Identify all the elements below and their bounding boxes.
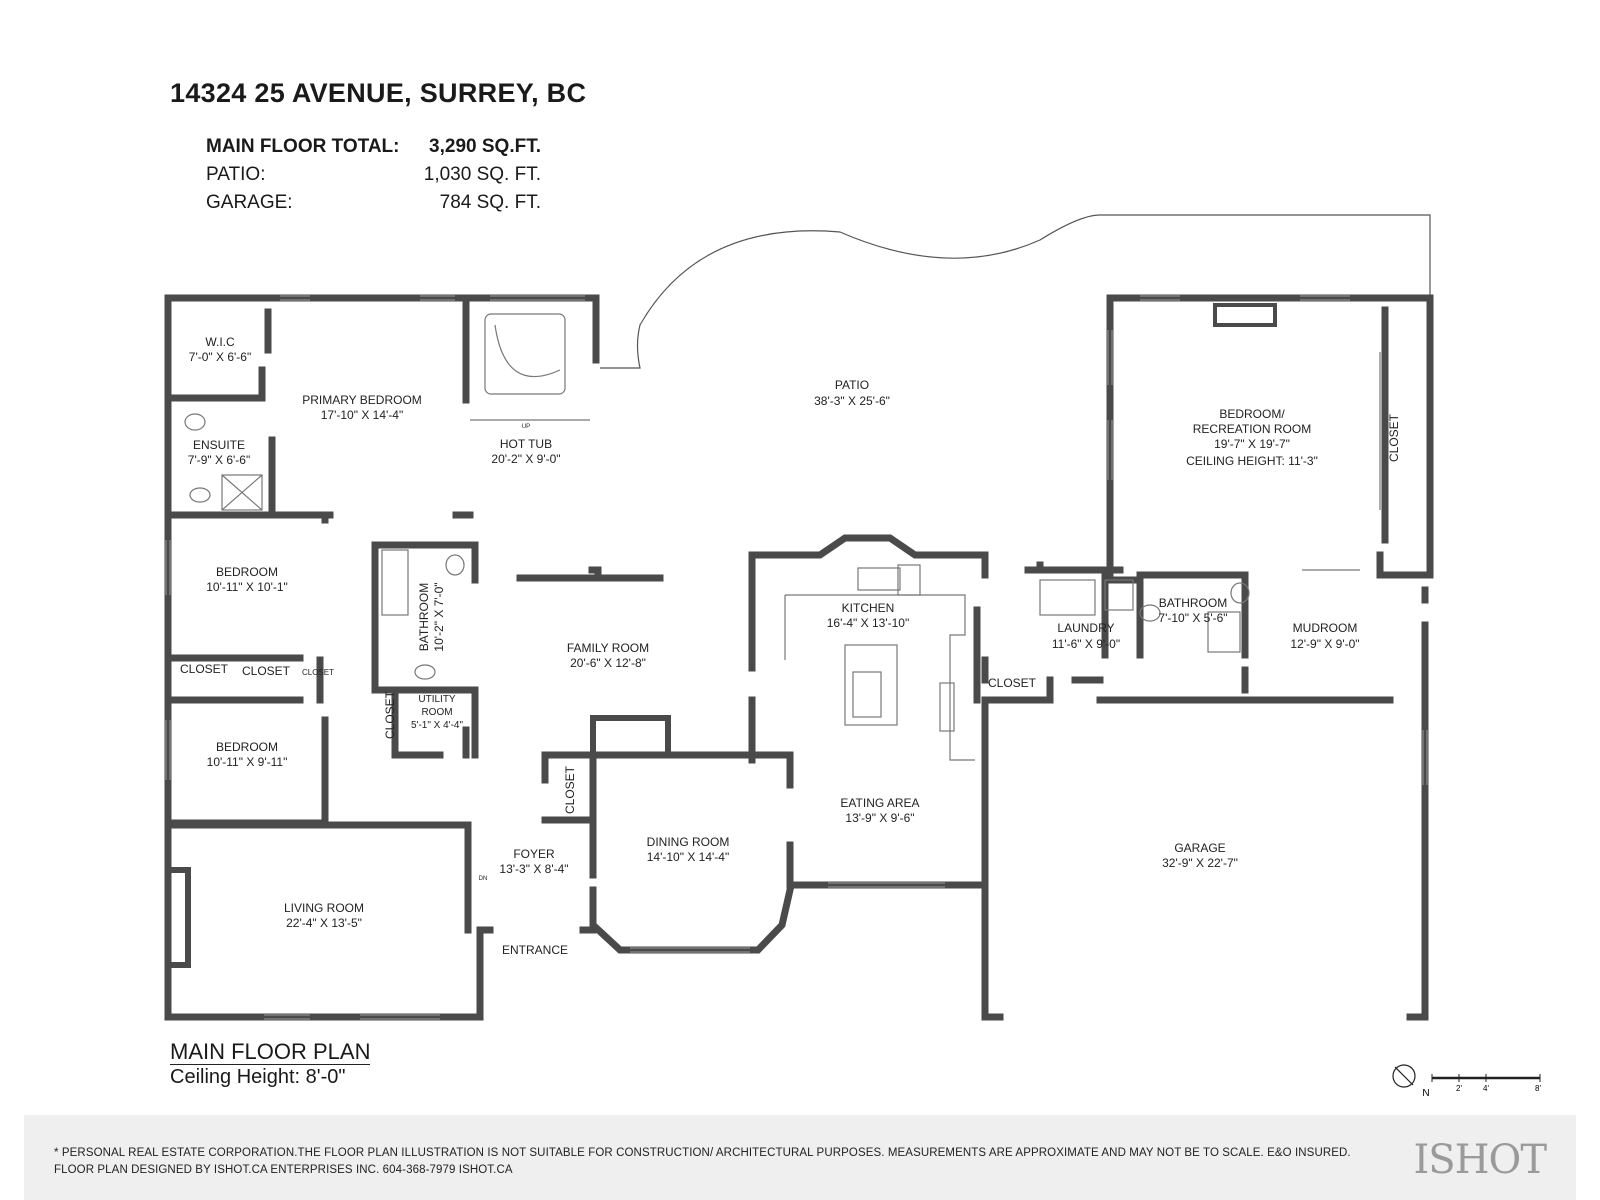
closet-label-hall: CLOSET [383, 690, 397, 739]
utility-name-2: ROOM [421, 707, 452, 718]
garage-total-label: GARAGE: [206, 192, 293, 213]
bedroom2-name: BEDROOM [216, 740, 278, 754]
closet-label-2: CLOSET [242, 664, 291, 678]
wic-dims: 7'-0" X 6'-6" [189, 350, 251, 364]
main-floor-total-value: 3,290 SQ.FT. [429, 136, 541, 157]
closet-label-laundry: CLOSET [988, 676, 1037, 690]
kitchen-dims: 16'-4" X 13'-10" [827, 616, 909, 630]
living-room-dims: 22'-4" X 13'-5" [286, 916, 362, 930]
bathroom2-name: BATHROOM [1159, 596, 1227, 610]
disclaimer-line-2: FLOOR PLAN DESIGNED BY ISHOT.CA ENTERPRI… [54, 1164, 513, 1176]
scale-tick-4: 4' [1483, 1084, 1489, 1093]
garage-total-row: GARAGE: 784 SQ. FT. [206, 189, 541, 217]
ensuite-dims: 7'-9" X 6'-6" [188, 453, 250, 467]
family-room-name: FAMILY ROOM [567, 641, 649, 655]
foyer-name: FOYER [513, 847, 555, 861]
utility-name-1: UTILITY [418, 694, 456, 705]
patio-dims: 38'-3" X 25'-6" [814, 394, 890, 408]
patio-outline [600, 214, 1431, 369]
disclaimer: * PERSONAL REAL ESTATE CORPORATION.THE F… [54, 1145, 1351, 1179]
dining-room-dims: 14'-10" X 14'-4" [647, 850, 729, 864]
patio-name: PATIO [835, 378, 869, 392]
living-room-name: LIVING ROOM [284, 901, 364, 915]
family-room-dims: 20'-6" X 12'-8" [570, 656, 646, 670]
wic-name: W.I.C [205, 335, 235, 349]
bedroom2-dims: 10'-11" X 9'-11" [207, 755, 288, 769]
rec-room-ceiling: CEILING HEIGHT: 11'-3" [1186, 454, 1318, 468]
rec-room-name-1: BEDROOM/ [1219, 407, 1285, 421]
primary-bedroom-dims: 17'-10" X 14'-4" [321, 408, 403, 422]
closet-label-3: CLOSET [302, 668, 334, 677]
patio-total-label: PATIO: [206, 164, 266, 185]
rec-room-dims: 19'-7" X 19'-7" [1214, 437, 1290, 451]
ishot-logo: ISHOT [1413, 1137, 1547, 1183]
garage-dims: 32'-9" X 22'-7" [1162, 856, 1238, 870]
garage-name: GARAGE [1174, 841, 1225, 855]
rec-closet-label: CLOSET [1387, 413, 1401, 462]
main-floor-total-label: MAIN FLOOR TOTAL: [206, 136, 400, 157]
bathroom2-dims: 7'-10" X 5'-6" [1158, 611, 1227, 625]
laundry-name: LAUNDRY [1057, 621, 1114, 635]
mudroom-name: MUDROOM [1293, 621, 1358, 635]
primary-bedroom-name: PRIMARY BEDROOM [302, 393, 422, 407]
bedroom1-dims: 10'-11" X 10'-1" [206, 580, 288, 594]
disclaimer-line-1: * PERSONAL REAL ESTATE CORPORATION.THE F… [54, 1147, 1351, 1159]
rec-room-name-2: RECREATION ROOM [1193, 422, 1311, 436]
patio-total-value: 1,030 SQ. FT. [423, 164, 541, 185]
scale-bar: 2' 4' 8' N [1388, 1062, 1548, 1103]
main-floor-total-row: MAIN FLOOR TOTAL: 3,290 SQ.FT. [206, 133, 541, 161]
closet-label-foyer: CLOSET [563, 765, 577, 814]
property-address: 14324 25 AVENUE, SURREY, BC [170, 78, 587, 108]
eating-area-dims: 13'-9" X 9'-6" [845, 811, 914, 825]
room-labels: W.I.C 7'-0" X 6'-6" PRIMARY BEDROOM 17'-… [180, 335, 1401, 957]
area-totals: MAIN FLOOR TOTAL: 3,290 SQ.FT. PATIO: 1,… [206, 133, 541, 217]
footer: * PERSONAL REAL ESTATE CORPORATION.THE F… [24, 1115, 1576, 1200]
hot-tub-name: HOT TUB [500, 437, 552, 451]
eating-area-name: EATING AREA [840, 796, 919, 810]
bathroom-name: BATHROOM [417, 583, 431, 651]
ensuite-name: ENSUITE [193, 438, 245, 452]
bathroom-dims: 10'-2" X 7'-0" [432, 582, 446, 651]
dining-room-name: DINING ROOM [647, 835, 730, 849]
north-compass-icon: 2' 4' 8' N [1392, 1064, 1541, 1099]
laundry-dims: 11'-6" X 9'-0" [1052, 637, 1120, 651]
scale-tick-2: 2' [1456, 1084, 1462, 1093]
hot-tub-up: UP [522, 424, 530, 430]
scale-tick-8: 8' [1535, 1084, 1541, 1093]
mudroom-dims: 12'-9" X 9'-0" [1290, 637, 1359, 651]
closet-label-1: CLOSET [180, 662, 229, 676]
garage-total-value: 784 SQ. FT. [439, 192, 541, 213]
kitchen-name: KITCHEN [842, 601, 895, 615]
foyer-dn: DN [479, 876, 488, 882]
plan-title: MAIN FLOOR PLAN [170, 1039, 371, 1065]
walls [164, 294, 1434, 1021]
fixtures [184, 313, 1381, 761]
plan-ceiling-height: Ceiling Height: 8'-0" [170, 1066, 346, 1088]
patio-total-row: PATIO: 1,030 SQ. FT. [206, 161, 541, 189]
hot-tub-dims: 20'-2" X 9'-0" [491, 452, 560, 466]
floor-plan: W.I.C 7'-0" X 6'-6" PRIMARY BEDROOM 17'-… [164, 214, 1434, 1021]
windows [165, 295, 1428, 1020]
utility-dims: 5'-1" X 4'-4" [411, 720, 464, 731]
foyer-dims: 13'-3" X 8'-4" [499, 862, 568, 876]
north-label: N [1422, 1088, 1429, 1098]
bedroom1-name: BEDROOM [216, 565, 278, 579]
entrance-label: ENTRANCE [502, 943, 568, 957]
